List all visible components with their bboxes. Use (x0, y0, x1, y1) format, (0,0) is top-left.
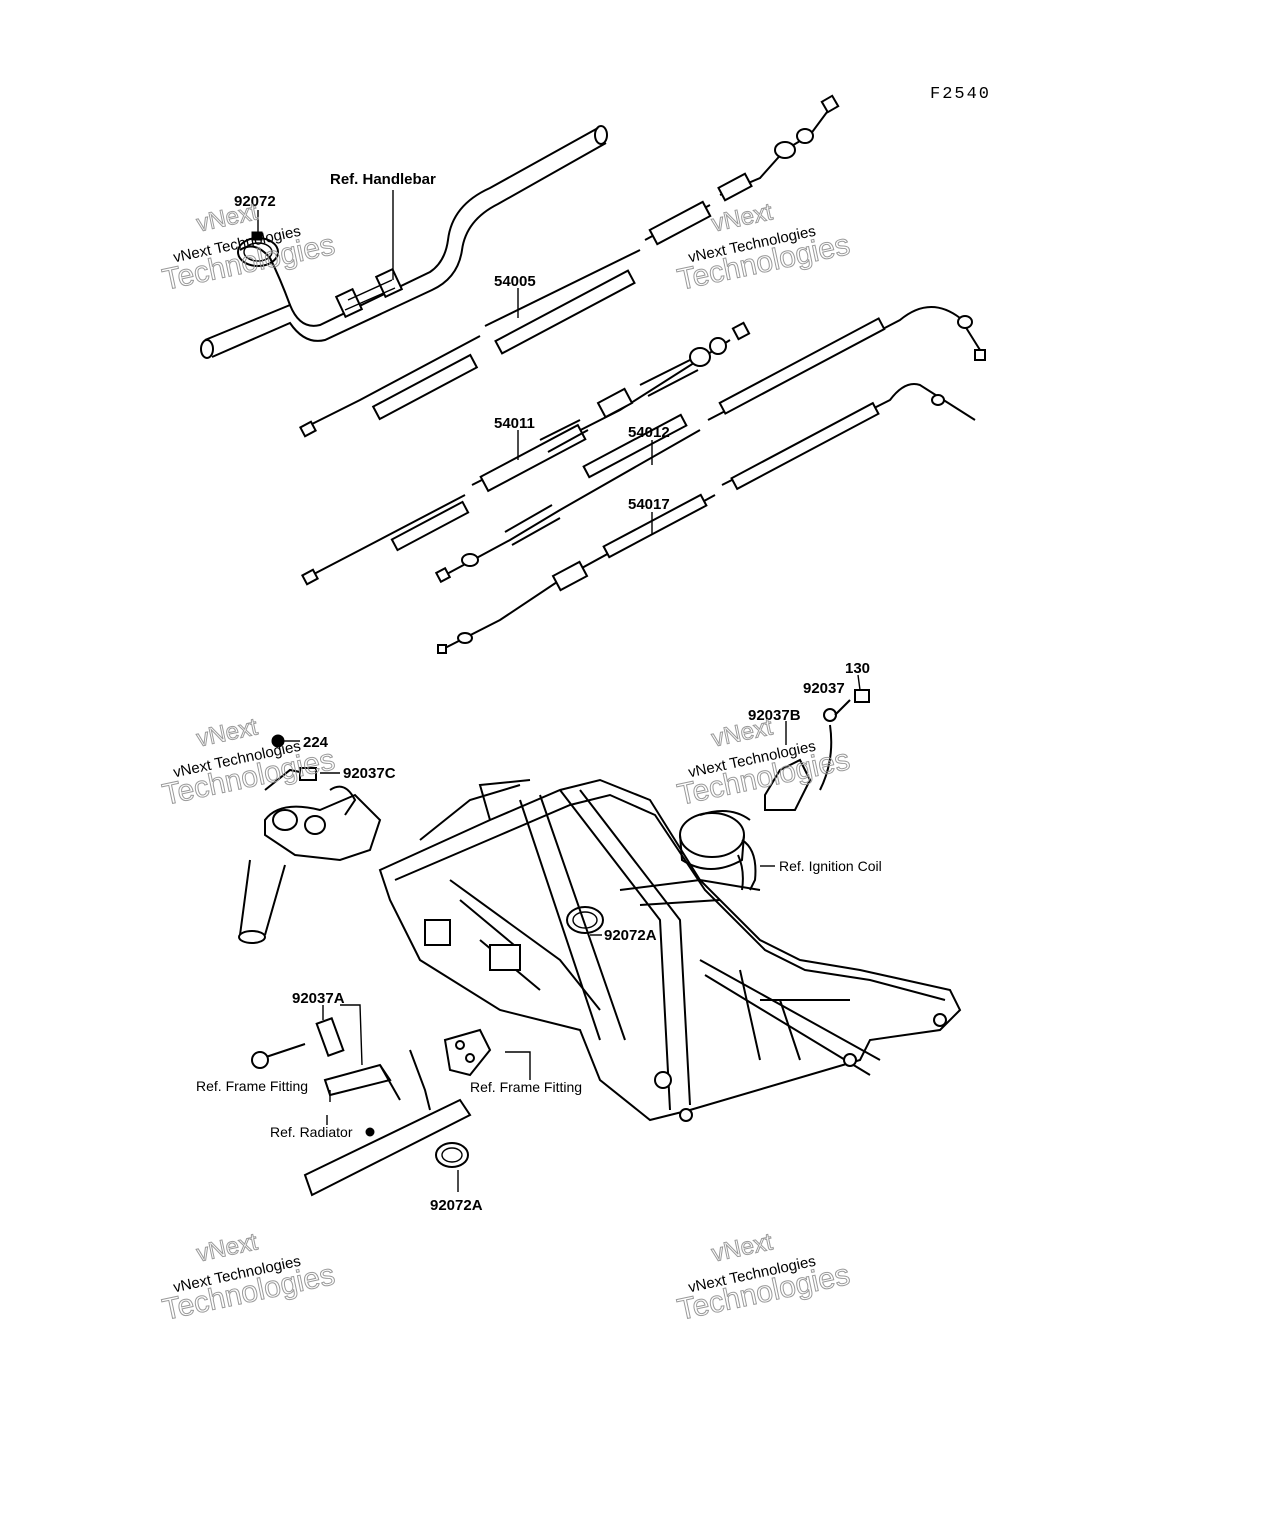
cable-54012 (434, 306, 986, 584)
svg-text:vNext: vNext (194, 198, 260, 237)
label-224: 224 (303, 734, 329, 751)
watermark-2: vNext vNext Technologies Technologies (674, 198, 853, 297)
label-ref-ignition-coil: Ref. Ignition Coil (779, 858, 882, 874)
watermark-5: vNext vNext Technologies Technologies (159, 1228, 338, 1327)
label-ref-radiator: Ref. Radiator (270, 1124, 353, 1140)
label-92072a-frame: 92072A (604, 927, 657, 944)
svg-text:vNext: vNext (194, 1228, 260, 1267)
handlebar-drawing (200, 125, 608, 359)
leader-lines (257, 190, 861, 1192)
svg-text:vNext: vNext (709, 713, 775, 752)
label-ref-handlebar: Ref. Handlebar (330, 171, 436, 188)
cable-54005 (299, 94, 840, 438)
svg-text:vNext: vNext (709, 1228, 775, 1267)
atv-frame (378, 778, 962, 1122)
label-ref-frame-fitting-left: Ref. Frame Fitting (196, 1078, 308, 1094)
watermark-1: vNext vNext Technologies Technologies (159, 198, 338, 297)
label-ref-frame-fitting-right: Ref. Frame Fitting (470, 1079, 582, 1095)
label-54011: 54011 (494, 415, 535, 432)
label-92037: 92037 (803, 680, 845, 697)
ignition-coil (679, 689, 870, 891)
label-130: 130 (845, 660, 870, 677)
label-54005: 54005 (494, 273, 536, 290)
label-92037b: 92037B (748, 707, 801, 724)
label-92037a: 92037A (292, 990, 345, 1007)
label-54017: 54017 (628, 496, 670, 513)
cable-54017 (437, 383, 976, 654)
svg-text:vNext: vNext (194, 713, 260, 752)
watermark-6: vNext vNext Technologies Technologies (674, 1228, 853, 1327)
svg-text:vNext: vNext (709, 198, 775, 237)
label-92072: 92072 (234, 193, 276, 210)
label-92037c: 92037C (343, 765, 396, 782)
label-54012: 54012 (628, 424, 670, 441)
cable-54011 (301, 321, 751, 586)
label-92072a-bottom: 92072A (430, 1197, 483, 1214)
figure-code: F2540 (930, 85, 991, 104)
left-throttle-bracket (238, 734, 382, 944)
bottom-brackets (251, 1017, 492, 1197)
watermark-3: vNext vNext Technologies Technologies (159, 713, 338, 812)
